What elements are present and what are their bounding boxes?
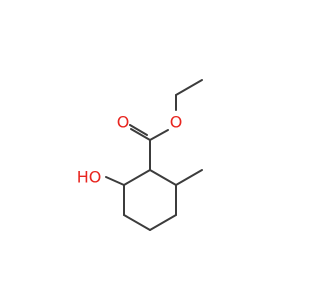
structure-diagram: O O HO bbox=[77, 79, 203, 231]
carbonyl-double-bond-b bbox=[129, 124, 148, 136]
ester-oxygen-label: O bbox=[170, 113, 183, 132]
carbonyl-double-bond-a bbox=[130, 128, 151, 141]
ester-single-bond bbox=[149, 129, 169, 141]
ethyl-bond bbox=[175, 79, 203, 96]
ring-bond-c3-c4 bbox=[149, 214, 177, 231]
methyl-bond bbox=[175, 169, 203, 186]
ring-bond-c6-c1 bbox=[123, 169, 151, 186]
ring-bond-c1-c2 bbox=[149, 169, 177, 186]
atom-labels: O O HO bbox=[77, 113, 183, 187]
hydroxyl-bond bbox=[105, 176, 125, 186]
bonds bbox=[105, 79, 203, 231]
carbonyl-oxygen-label: O bbox=[117, 113, 130, 132]
hydroxyl-label: HO bbox=[77, 168, 102, 187]
ring-bond-c4-c5 bbox=[123, 214, 151, 231]
